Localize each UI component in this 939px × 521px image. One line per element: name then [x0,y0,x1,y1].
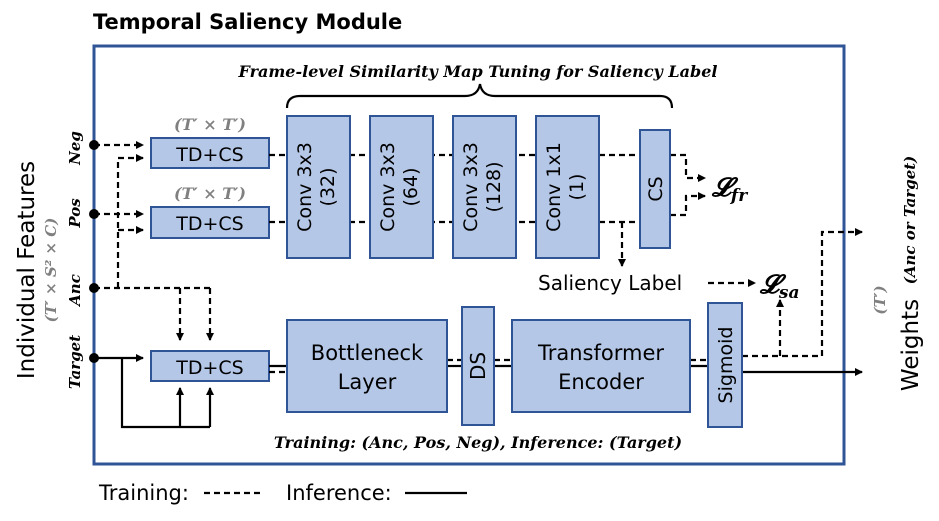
tdcs-pos-box [150,206,270,239]
conv1-label: Conv 3x3 [294,142,316,232]
input-label-neg: Neg [66,131,84,166]
left-axis-shape: (T′ × S² × C) [42,218,60,323]
bottleneck-label-line2: Layer [338,370,397,394]
training-input-wiring [94,141,214,341]
loss-sa-subscript: sa [778,283,800,303]
conv1-box [286,115,351,259]
legend-training-label: Training: [98,481,189,505]
left-axis-title: Individual Features [14,161,40,379]
module-title: Temporal Saliency Module [93,10,402,34]
transformer-label-line1: Transformer [537,341,664,365]
loss-sa: 𝓛sa [759,270,800,303]
ds-label: DS [466,352,490,380]
input-label-pos: Pos [66,198,84,229]
conv2-label: Conv 3x3 [377,142,399,232]
tdcs-target-box [150,350,270,382]
tdcs-target-label: TD+CS [175,357,243,379]
right-axis-title: Weights [898,299,924,391]
conv1-channels: (32) [317,167,339,206]
conv3-channels: (128) [483,161,505,212]
conv4-box [535,115,600,259]
conv2-channels: (64) [400,167,422,206]
saliency-label: Saliency Label [538,271,682,295]
legend-inference-label: Inference: [286,481,392,505]
tdcs-neg-label: TD+CS [175,144,243,166]
bottleneck-box [286,319,448,413]
tuning-brace [285,83,674,109]
conv3-label: Conv 3x3 [460,142,482,232]
transformer-label-line2: Encoder [558,370,644,394]
module-frame [92,44,846,466]
input-label-target: Target [66,335,84,389]
input-label-anc: Anc [66,274,84,308]
sigmoid-label: Sigmoid [715,327,737,404]
pipeline-wiring [269,228,863,376]
tdcs-pos-label: TD+CS [175,213,243,235]
bottleneck-label-line1: Bottleneck [311,341,424,365]
sigmoid-box [707,302,743,428]
tdcs-neg-shape: (T′ × T′) [174,115,246,134]
tuning-caption: Frame-level Similarity Map Tuning for Sa… [238,62,718,81]
loss-fr: 𝓛fr [711,173,748,206]
tdcs-pos-shape: (T′ × T′) [174,184,246,203]
right-axis-subtitle: (Anc or Target) [901,156,919,285]
conv4-channels: (1) [566,174,588,201]
conv3-box [452,115,517,259]
inference-input-wiring [94,354,214,429]
right-axis-shape: (T′) [871,285,889,314]
transformer-box [511,319,691,413]
cs-label: CS [645,176,667,201]
conv4-label: Conv 1x1 [543,142,565,232]
loss-fr-subscript: fr [730,186,748,206]
ds-box [461,306,495,426]
conv2-box [369,115,434,259]
training-caption: Training: (Anc, Pos, Neg), Inference: (T… [274,433,682,452]
tdcs-neg-box [150,137,270,169]
cs-box [639,129,671,249]
